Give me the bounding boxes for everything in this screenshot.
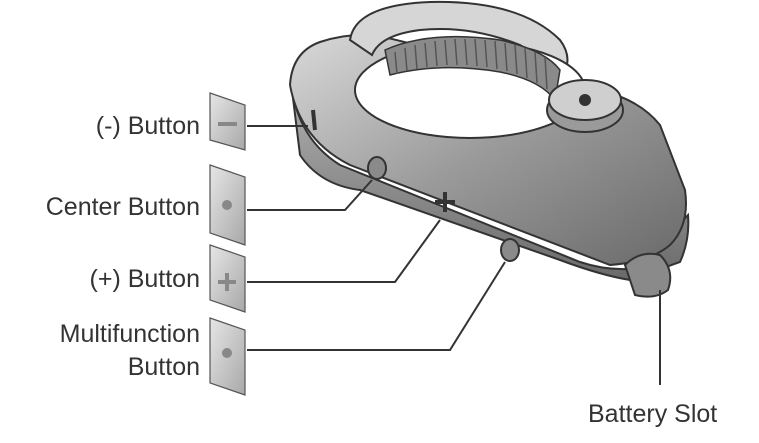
clamp-ribs <box>394 38 548 90</box>
center-button-label: Center Button <box>45 193 200 221</box>
multifunction-label-line1: Multifunction <box>59 320 200 348</box>
plus-icon <box>218 273 236 291</box>
multifunction-key <box>209 317 246 396</box>
dot-icon <box>222 200 232 210</box>
multifunction-label-line2: Button <box>127 353 200 381</box>
leader-center <box>247 179 373 211</box>
battery-slot-cap <box>623 252 672 298</box>
plus-button-label: (+) Button <box>89 265 200 293</box>
dot-icon <box>222 348 232 358</box>
leader-multifunction <box>247 261 506 351</box>
leader-lines <box>247 125 661 385</box>
minus-button-label: (-) Button <box>95 112 200 140</box>
device-multifunction-button <box>500 238 520 262</box>
plus-key <box>209 244 246 313</box>
device-minus-marker <box>311 109 317 131</box>
knob-center <box>579 94 591 106</box>
leader-plus <box>247 219 441 283</box>
device-plus-marker <box>435 192 455 212</box>
device-center-button <box>367 156 387 180</box>
battery-slot-label: Battery Slot <box>588 400 718 428</box>
center-key <box>209 164 246 246</box>
minus-key <box>209 92 246 151</box>
